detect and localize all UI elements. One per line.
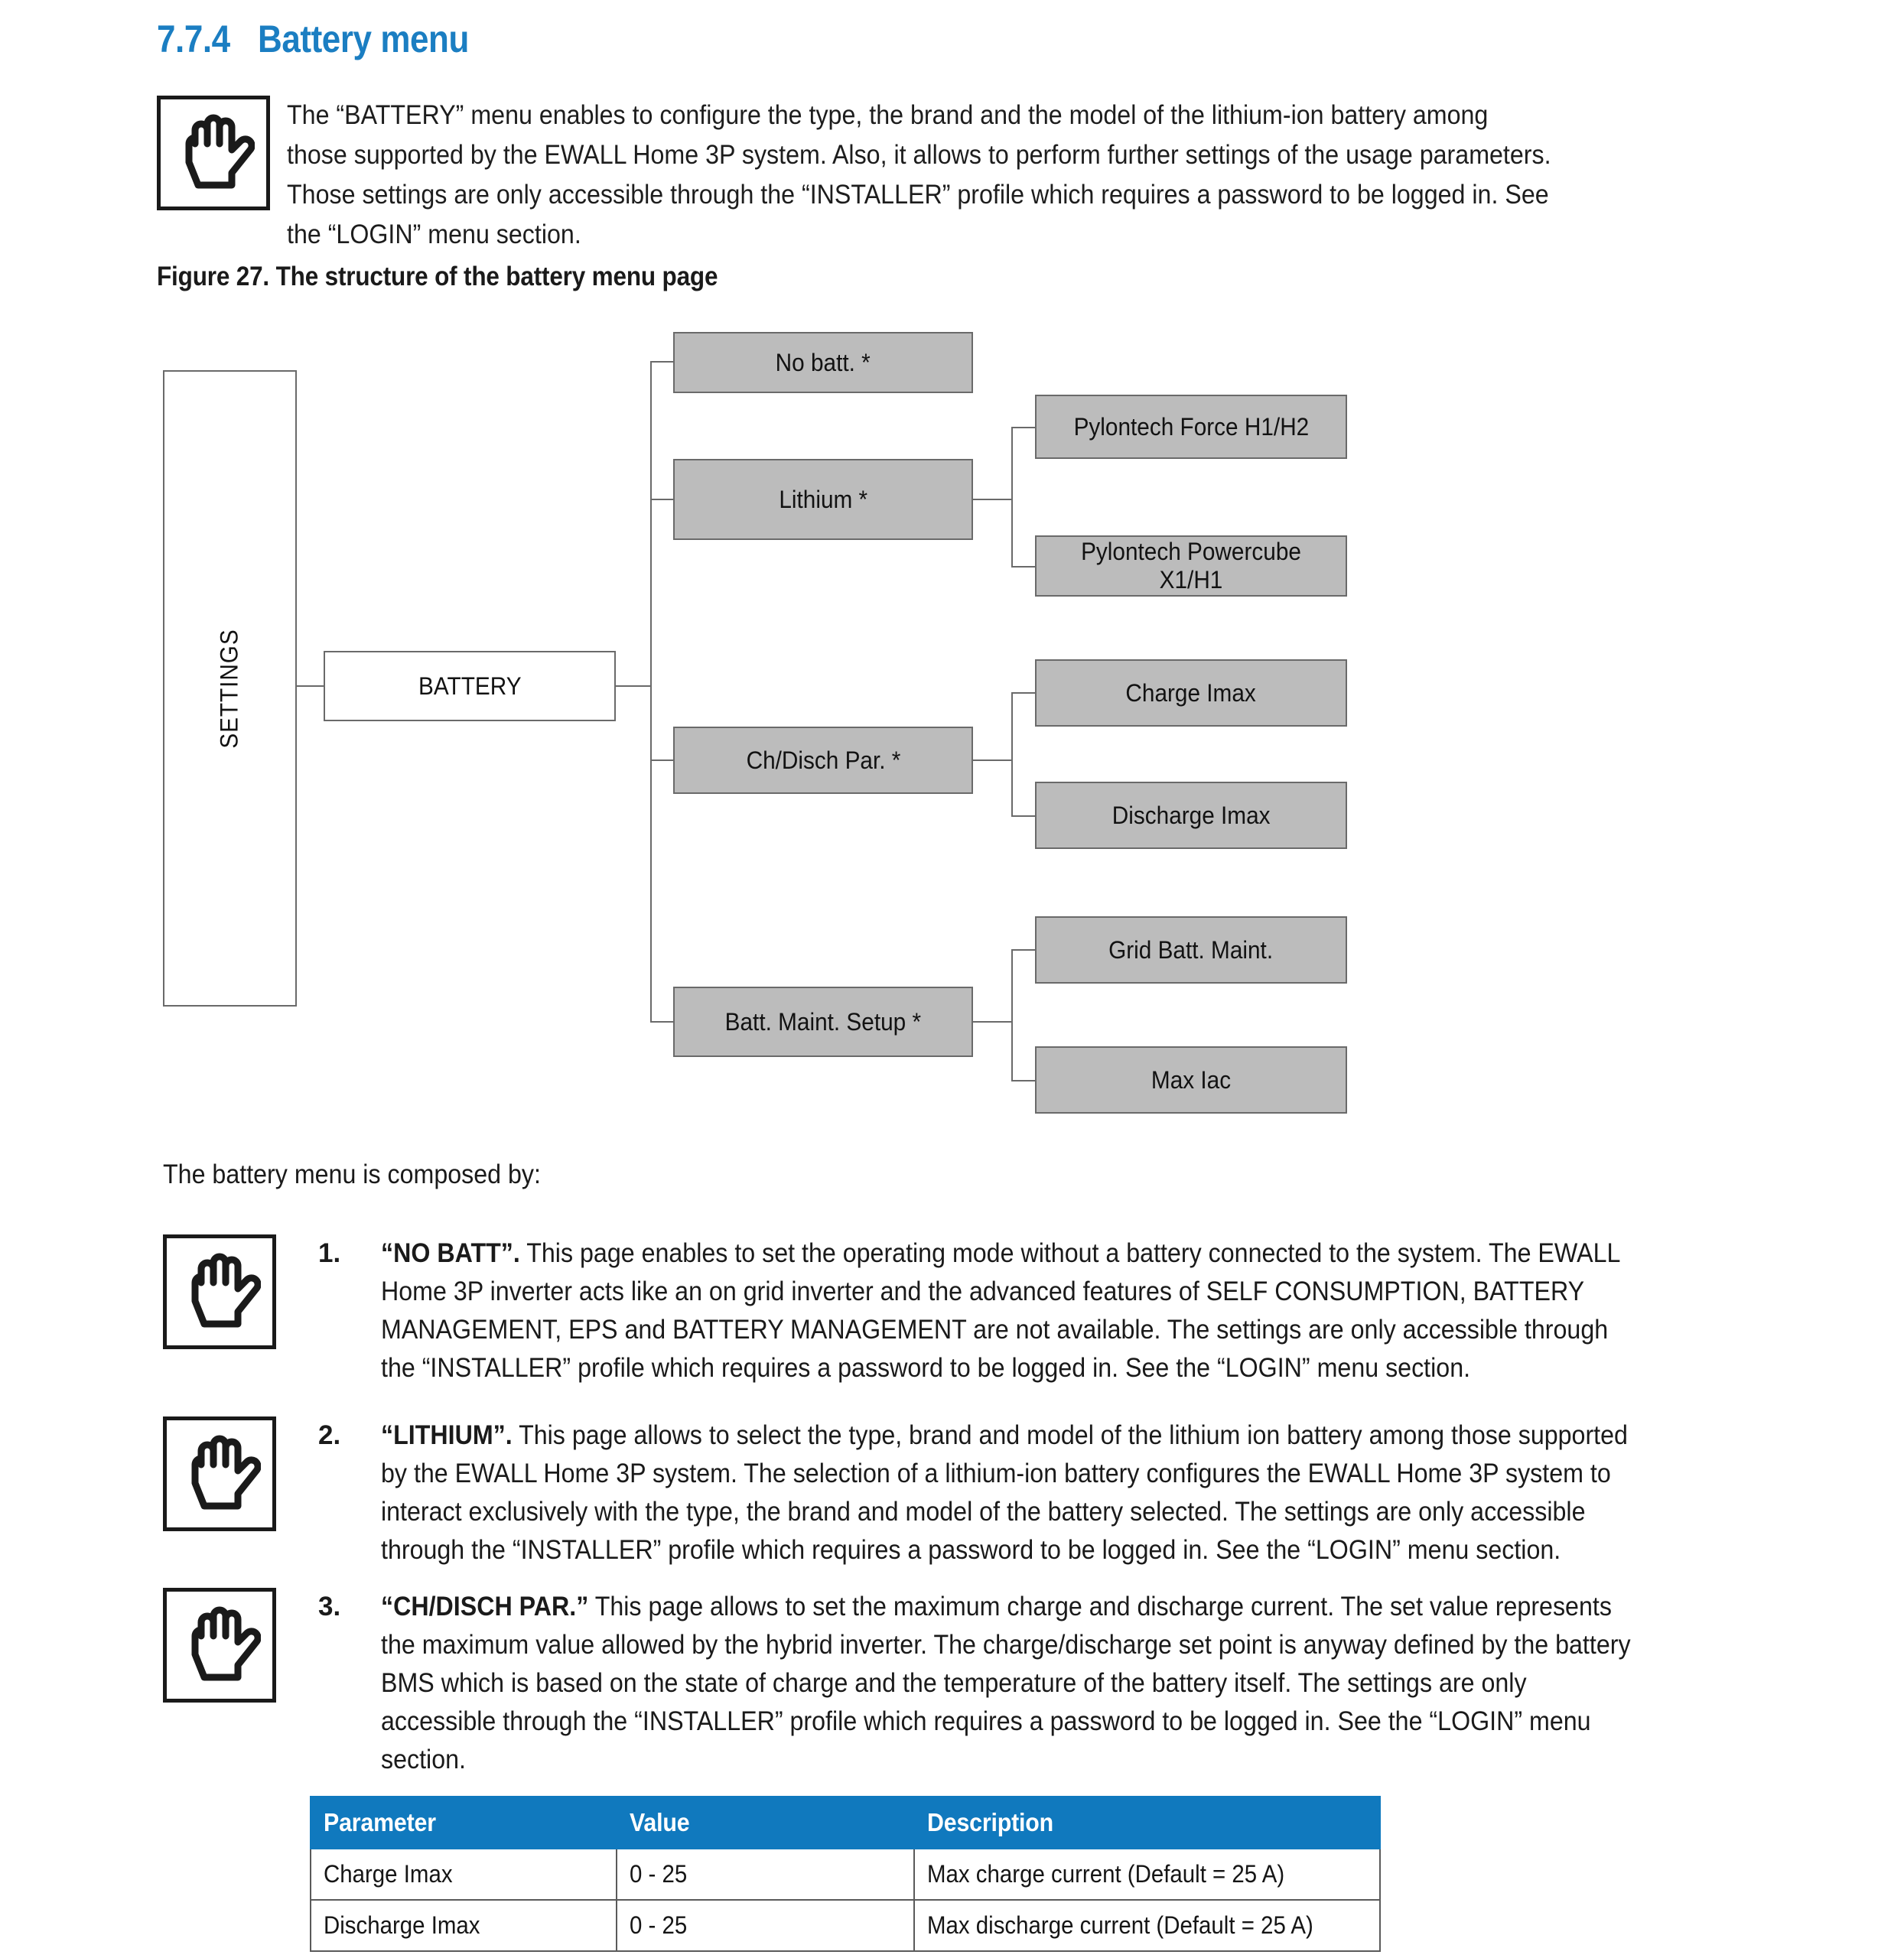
connector-lithium-trunk	[1011, 427, 1013, 566]
page-title: 7.7.4 Battery menu	[157, 17, 469, 61]
diagram-node-ch-disch-par: Ch/Disch Par. *	[673, 727, 973, 794]
list-item-lead: “CH/DISCH PAR.”	[381, 1592, 589, 1621]
composed-by-text: The battery menu is composed by:	[163, 1160, 541, 1189]
list-item-number: 3.	[318, 1592, 341, 1621]
diagram-node-discharge-imax-label: Discharge Imax	[1111, 801, 1271, 829]
list-item: 3. “CH/DISCH PAR.” This page allows to s…	[163, 1588, 1750, 1779]
list-item-body: “LITHIUM”. This page allows to select th…	[381, 1416, 1641, 1569]
table-row: Charge Imax 0 - 25 Max charge current (D…	[310, 1848, 1382, 1901]
connector-batt-maint-out	[973, 1021, 1011, 1023]
table-cell-value: 0 - 25	[615, 1848, 915, 1901]
list-item-number: 2.	[318, 1420, 341, 1450]
table-cell-description: Max discharge current (Default = 25 A)	[913, 1899, 1382, 1952]
intro-text: The “BATTERY” menu enables to configure …	[287, 100, 1551, 249]
list-item-body: “NO BATT”. This page enables to set the …	[381, 1234, 1641, 1387]
list-item: 2. “LITHIUM”. This page allows to select…	[163, 1416, 1750, 1569]
diagram-node-max-iac-label: Max Iac	[1151, 1065, 1232, 1094]
table-header-description: Description	[913, 1796, 1382, 1849]
diagram-node-pylontech-powercube: Pylontech Powercube X1/H1	[1035, 535, 1347, 597]
diagram-node-no-batt: No batt. *	[673, 332, 973, 393]
connector-lithium-force	[1011, 427, 1035, 428]
diagram-node-pylontech-force-label: Pylontech Force H1/H2	[1073, 412, 1309, 441]
diagram-node-charge-imax: Charge Imax	[1035, 659, 1347, 727]
diagram-node-grid-batt-maint-label: Grid Batt. Maint.	[1108, 935, 1274, 964]
diagram-node-lithium-label: Lithium *	[779, 485, 867, 513]
table-header-value: Value	[615, 1796, 915, 1849]
diagram-node-ch-disch-par-label: Ch/Disch Par. *	[746, 746, 900, 774]
battery-menu-diagram: SETTINGS BATTERY No batt. * Lithium * Ch…	[163, 332, 1347, 1114]
connector-lithium-powercube	[1011, 566, 1035, 568]
table-header-row: Parameter Value Description	[310, 1796, 1382, 1849]
table-cell-parameter: Discharge Imax	[310, 1899, 617, 1952]
diagram-node-battery: BATTERY	[324, 651, 616, 721]
parameter-table: Parameter Value Description Charge Imax …	[310, 1796, 1382, 1952]
diagram-node-pylontech-powercube-label: Pylontech Powercube X1/H1	[1081, 538, 1301, 594]
list-item: 1. “NO BATT”. This page enables to set t…	[163, 1234, 1750, 1387]
diagram-node-settings: SETTINGS	[163, 370, 297, 1007]
table-cell-value: 0 - 25	[615, 1899, 915, 1952]
connector-ch-disch-discharge	[1011, 815, 1035, 817]
table-cell-description: Max charge current (Default = 25 A)	[913, 1848, 1382, 1901]
diagram-node-batt-maint-setup: Batt. Maint. Setup *	[673, 987, 973, 1057]
diagram-node-grid-batt-maint: Grid Batt. Maint.	[1035, 916, 1347, 984]
list-item-number: 1.	[318, 1238, 341, 1268]
intro-block: The “BATTERY” menu enables to configure …	[157, 96, 1664, 255]
section-number: 7.7.4	[157, 18, 230, 60]
diagram-node-settings-label: SETTINGS	[215, 628, 243, 749]
connector-batt-maint-maxiac	[1011, 1080, 1035, 1081]
connector-battery-out	[616, 685, 650, 687]
connector-battery-trunk	[650, 361, 652, 1022]
hand-icon	[163, 1416, 276, 1531]
connector-batt-maint-grid	[1011, 949, 1035, 951]
list-item-lead: “NO BATT”.	[381, 1238, 520, 1268]
diagram-node-pylontech-force: Pylontech Force H1/H2	[1035, 395, 1347, 459]
connector-settings-battery	[297, 685, 324, 687]
connector-trunk-no-batt	[650, 361, 673, 363]
connector-trunk-batt-maint	[650, 1021, 673, 1023]
diagram-node-discharge-imax: Discharge Imax	[1035, 782, 1347, 849]
figure-caption: Figure 27. The structure of the battery …	[157, 262, 718, 291]
list-item-text: This page allows to set the maximum char…	[381, 1592, 1631, 1774]
connector-ch-disch-charge	[1011, 692, 1035, 694]
list-item-lead: “LITHIUM”.	[381, 1420, 513, 1450]
connector-trunk-ch-disch	[650, 759, 673, 761]
connector-trunk-lithium	[650, 499, 673, 500]
connector-batt-maint-trunk	[1011, 949, 1013, 1080]
hand-icon	[163, 1234, 276, 1349]
list-item-text: This page allows to select the type, bra…	[381, 1420, 1628, 1565]
hand-icon	[163, 1588, 276, 1703]
table-cell-parameter: Charge Imax	[310, 1848, 617, 1901]
diagram-node-battery-label: BATTERY	[418, 672, 522, 700]
table-row: Discharge Imax 0 - 25 Max discharge curr…	[310, 1899, 1382, 1952]
hand-icon	[157, 96, 270, 210]
list-item-text: This page enables to set the operating m…	[381, 1238, 1620, 1383]
table-header-parameter: Parameter	[310, 1796, 617, 1849]
diagram-node-max-iac: Max Iac	[1035, 1046, 1347, 1114]
connector-ch-disch-out	[973, 759, 1011, 761]
connector-ch-disch-trunk	[1011, 692, 1013, 815]
list-item-body: “CH/DISCH PAR.” This page allows to set …	[381, 1588, 1641, 1779]
connector-lithium-out	[973, 499, 1011, 500]
diagram-node-no-batt-label: No batt. *	[775, 348, 871, 376]
section-title: Battery menu	[258, 18, 469, 60]
diagram-node-charge-imax-label: Charge Imax	[1125, 678, 1257, 707]
diagram-node-lithium: Lithium *	[673, 459, 973, 540]
diagram-node-batt-maint-setup-label: Batt. Maint. Setup *	[724, 1007, 922, 1036]
